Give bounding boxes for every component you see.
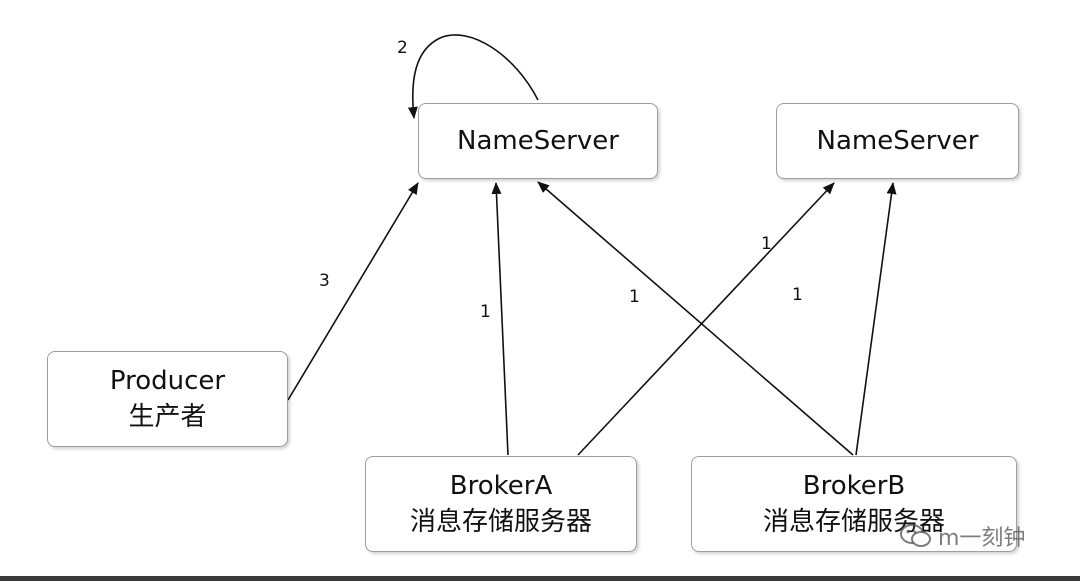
edge-brokera-to-nameserver2 <box>577 182 835 456</box>
watermark: m一刻钟 <box>898 520 1025 552</box>
nameserver-2-label: NameServer <box>816 126 979 156</box>
edge-label-self-loop: 2 <box>397 38 408 58</box>
edge-self-loop <box>407 34 539 119</box>
edge-brokerb-to-nameserver1 <box>537 181 854 456</box>
nameserver-2-box: NameServer <box>776 103 1019 179</box>
producer-label: Producer <box>109 366 226 396</box>
broker-a-sublabel: 消息存储服务器 <box>409 507 592 537</box>
producer-box: Producer 生产者 <box>47 351 288 447</box>
edge-label-brokera-ns2: 1 <box>761 234 772 254</box>
broker-b-box: BrokerB 消息存储服务器 <box>691 456 1017 552</box>
edge-label-brokera-ns1: 1 <box>480 302 491 322</box>
edge-brokerb-to-nameserver2 <box>855 182 897 456</box>
edge-brokera-to-nameserver1 <box>491 182 509 456</box>
bottom-border <box>0 576 1080 581</box>
edge-label-producer: 3 <box>319 271 330 291</box>
broker-b-label: BrokerB <box>802 471 906 501</box>
broker-a-box: BrokerA 消息存储服务器 <box>365 456 637 552</box>
nameserver-1-label: NameServer <box>457 126 619 156</box>
wechat-icon <box>900 524 931 547</box>
watermark-text: m一刻钟 <box>938 526 1026 551</box>
broker-a-label: BrokerA <box>449 471 553 501</box>
edge-label-brokerb-ns1: 1 <box>629 287 640 307</box>
nameserver-1-box: NameServer <box>418 103 658 179</box>
edge-label-brokerb-ns2: 1 <box>792 285 803 305</box>
edge-producer-to-nameserver1 <box>287 182 419 401</box>
producer-sublabel: 生产者 <box>128 402 207 432</box>
